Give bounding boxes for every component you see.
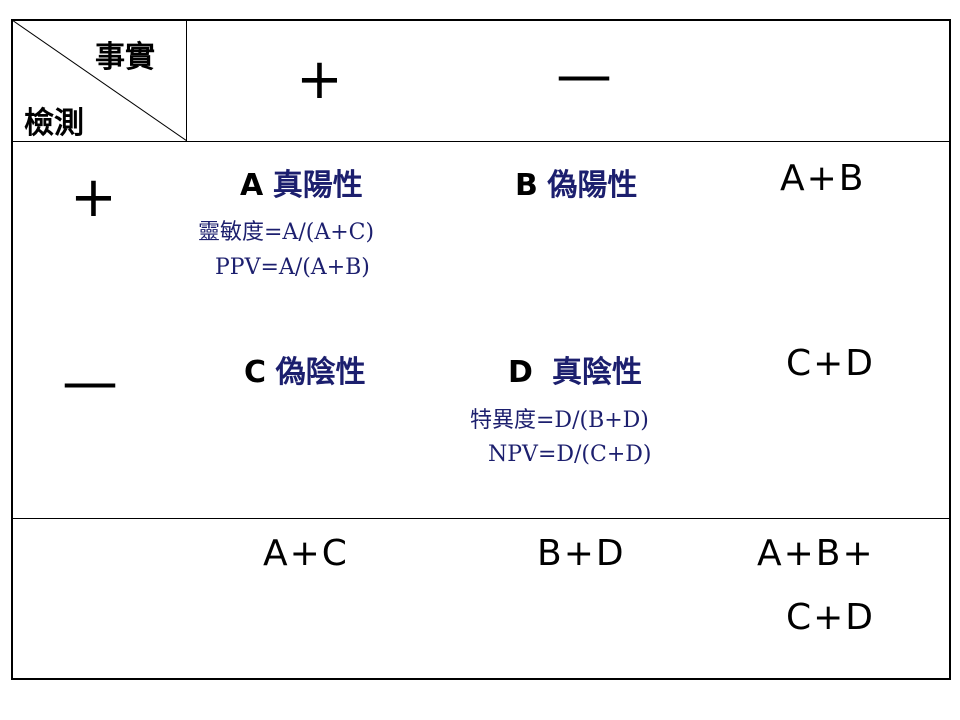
grand-total-line2: C+D bbox=[786, 597, 876, 638]
cell-name: 真陽性 bbox=[272, 168, 363, 203]
test-label: 檢測 bbox=[24, 106, 84, 141]
col-positive-header: + bbox=[296, 47, 343, 112]
ppv-formula: PPV=A/(A+B) bbox=[215, 255, 370, 280]
cell-letter: D bbox=[508, 355, 533, 390]
grand-total-line1: A+B+ bbox=[757, 533, 875, 574]
cell-letter: A bbox=[240, 168, 264, 203]
row-negative-total: C+D bbox=[786, 343, 876, 384]
cell-letter: B bbox=[515, 168, 538, 203]
totals-divider bbox=[11, 518, 949, 519]
sensitivity-formula: 靈敏度=A/(A+C) bbox=[198, 220, 375, 245]
truth-label: 事實 bbox=[95, 40, 155, 75]
row-positive-total: A+B bbox=[780, 158, 866, 199]
cell-false-positive: B 偽陽性 bbox=[515, 160, 637, 204]
cell-name: 偽陽性 bbox=[547, 168, 638, 203]
cell-true-negative: D 真陰性 bbox=[508, 347, 642, 391]
corner-diagonal bbox=[12, 20, 187, 141]
cell-name: 真陰性 bbox=[551, 355, 642, 390]
specificity-formula: 特異度=D/(B+D) bbox=[470, 408, 649, 433]
cell-name: 偽陰性 bbox=[275, 355, 366, 390]
cell-false-negative: C 偽陰性 bbox=[244, 347, 366, 391]
corner-divider bbox=[186, 19, 187, 141]
npv-formula: NPV=D/(C+D) bbox=[488, 442, 652, 467]
row-positive-header: + bbox=[70, 165, 117, 230]
header-divider bbox=[11, 141, 949, 142]
col-negative-header: — bbox=[556, 43, 612, 108]
cell-letter: C bbox=[244, 355, 267, 390]
contingency-table bbox=[11, 19, 951, 680]
col-negative-total: B+D bbox=[537, 533, 626, 574]
cell-true-positive: A 真陽性 bbox=[240, 160, 363, 204]
col-positive-total: A+C bbox=[263, 533, 349, 574]
row-negative-header: — bbox=[62, 350, 118, 415]
